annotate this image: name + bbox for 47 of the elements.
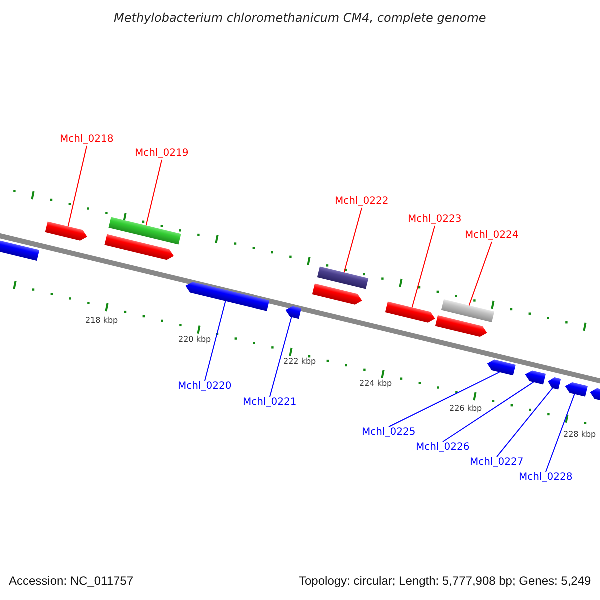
gene-label: Mchl_0220 bbox=[178, 381, 232, 393]
gene-block bbox=[590, 388, 600, 401]
gene-label: Mchl_0218 bbox=[60, 134, 114, 146]
gene-block bbox=[441, 300, 495, 322]
gene-label: Mchl_0222 bbox=[335, 196, 389, 208]
leader-line bbox=[388, 372, 500, 428]
gene-block bbox=[317, 266, 369, 290]
gene-label: Mchl_0221 bbox=[243, 397, 297, 409]
scale-label: 218 kbp bbox=[86, 316, 118, 326]
gene-block bbox=[548, 378, 562, 390]
gene-block bbox=[108, 217, 182, 245]
leader-line bbox=[496, 388, 554, 458]
gene-block bbox=[0, 240, 40, 261]
footer-text: Topology: circular; Length: 5,777,908 bp; Genes: 5,249 bbox=[299, 574, 592, 588]
leader-line bbox=[344, 208, 362, 274]
leader-line bbox=[68, 146, 88, 228]
gene-block bbox=[565, 382, 588, 397]
gene-block bbox=[435, 316, 488, 338]
scale-label: 220 kbp bbox=[178, 335, 212, 345]
leader-line bbox=[442, 382, 534, 442]
leader-line bbox=[270, 316, 292, 398]
gene-block bbox=[312, 284, 362, 305]
gene-block bbox=[186, 282, 270, 312]
gene-label: Mchl_0228 bbox=[519, 472, 573, 484]
gene-block bbox=[286, 306, 302, 320]
gene-label: Mchl_0219 bbox=[135, 148, 189, 160]
gene-label: Mchl_0225 bbox=[362, 427, 416, 439]
leader-line bbox=[146, 160, 162, 226]
scale-label: 222 kbp bbox=[284, 357, 316, 367]
gene-label: Mchl_0226 bbox=[416, 442, 470, 454]
gene-block bbox=[525, 370, 546, 385]
leader-line bbox=[546, 394, 576, 472]
gene-block bbox=[104, 234, 174, 260]
scale-label: 226 kbp bbox=[450, 404, 482, 414]
gene-label: Mchl_0227 bbox=[470, 457, 524, 469]
leader-line bbox=[468, 242, 492, 306]
footer-text: Accession: NC_011757 bbox=[9, 574, 134, 588]
scale-label: 228 kbp bbox=[564, 430, 596, 440]
diagram-title: Methylobacterium chloromethanicum CM4, complete genome bbox=[114, 11, 486, 25]
leader-line bbox=[204, 300, 226, 382]
leader-line bbox=[412, 226, 436, 308]
gene-block bbox=[45, 222, 88, 241]
gene-block bbox=[385, 302, 436, 323]
scale-label: 224 kbp bbox=[360, 379, 392, 389]
gene-label: Mchl_0223 bbox=[408, 214, 462, 226]
gene-block bbox=[487, 360, 516, 376]
gene-label: Mchl_0224 bbox=[465, 230, 519, 242]
